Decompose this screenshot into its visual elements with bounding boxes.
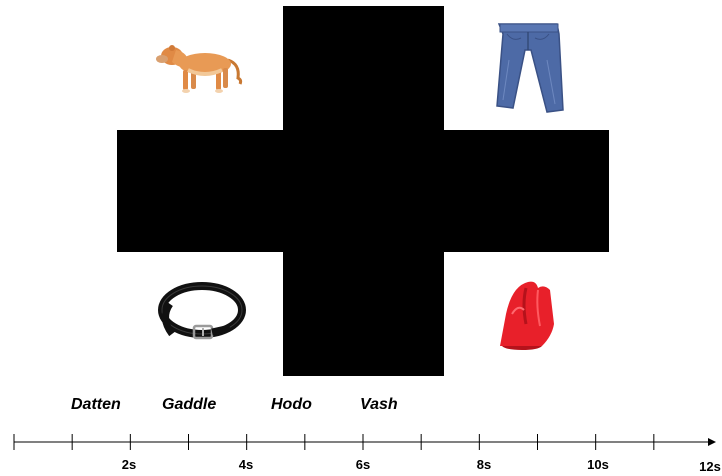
tick-label-6s: 6s [355,457,371,472]
belt-icon [158,282,246,340]
lioness-icon [156,45,243,93]
tick-label-2s: 2s [121,457,137,472]
tick-label-10s: 10s [587,457,609,472]
top-left-panel [117,6,283,130]
jeans-icon [496,23,564,113]
word-1: Datten [71,396,121,413]
timeline-axis [13,434,716,450]
stimulus-display [117,6,610,376]
tick-label-12s: 12s [699,459,721,474]
red-object-icon [500,281,554,350]
tick-label-8s: 8s [476,457,492,472]
tick-label-4s: 4s [238,457,254,472]
bottom-left-panel [117,252,283,376]
word-2: Gaddle [162,396,217,413]
bottom-right-panel [444,252,610,376]
word-3: Hodo [271,396,312,413]
word-4: Vash [360,396,398,413]
timeline-arrowhead [708,438,716,446]
top-right-panel [444,6,610,130]
